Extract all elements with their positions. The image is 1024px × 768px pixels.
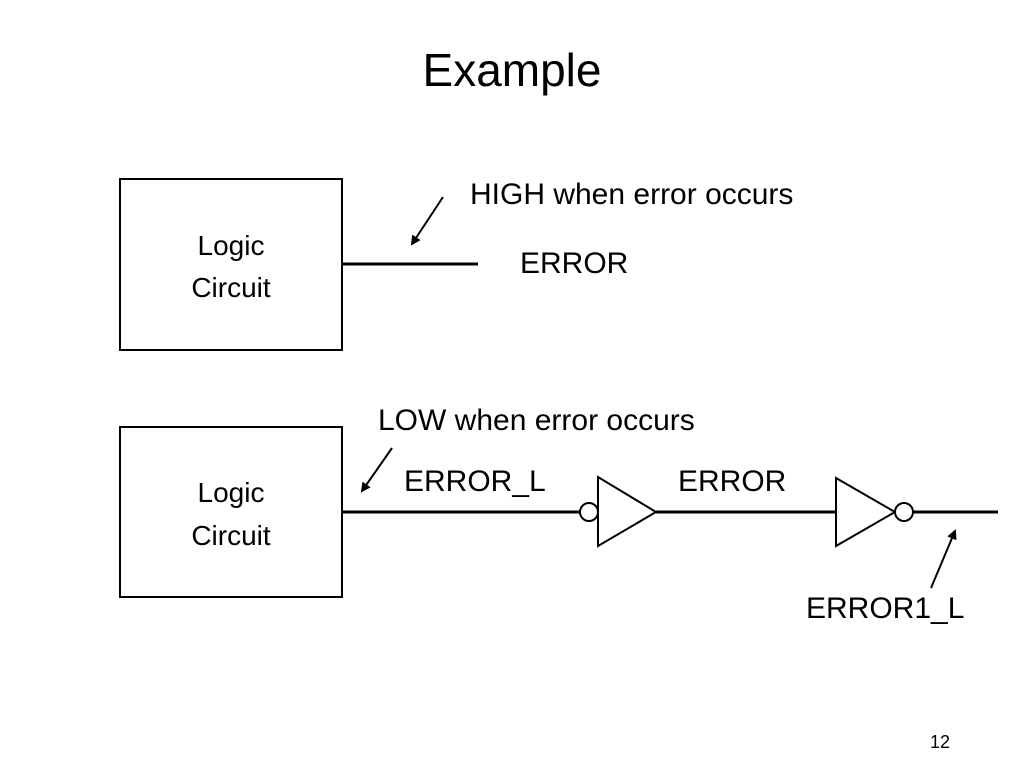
bottom-box-label-line1: Logic	[198, 477, 265, 508]
top-box-label-line1: Logic	[198, 230, 265, 261]
buffer-triangle-1	[597, 475, 658, 548]
top-annotation-text: HIGH when error occurs	[470, 178, 793, 211]
top-annotation-arrow	[410, 196, 444, 246]
buffer-triangle-2	[835, 476, 898, 548]
input-bubble	[579, 502, 599, 522]
output-bubble	[894, 502, 914, 522]
bottom-circuit: Logic Circuit LOW when error occurs ERRO…	[119, 404, 998, 625]
page-number: 12	[929, 732, 950, 752]
error-l-label: ERROR_L	[404, 465, 546, 498]
output-annotation-arrow	[930, 529, 957, 589]
bottom-logic-box	[119, 426, 343, 598]
slide-title: Example	[422, 44, 602, 96]
bottom-box-label-line2: Circuit	[191, 520, 271, 551]
inverter-gate-1	[579, 475, 658, 548]
bottom-annotation-arrow	[360, 447, 393, 493]
error1-l-label: ERROR1_L	[806, 592, 964, 625]
top-signal-label: ERROR	[520, 247, 628, 280]
bottom-annotation-text: LOW when error occurs	[378, 404, 695, 437]
error-mid-label: ERROR	[678, 465, 786, 498]
top-box-label-line2: Circuit	[191, 272, 271, 303]
inverter-gate-2	[835, 476, 914, 548]
top-circuit: Logic Circuit HIGH when error occurs ERR…	[119, 178, 793, 351]
top-logic-box	[119, 178, 343, 351]
